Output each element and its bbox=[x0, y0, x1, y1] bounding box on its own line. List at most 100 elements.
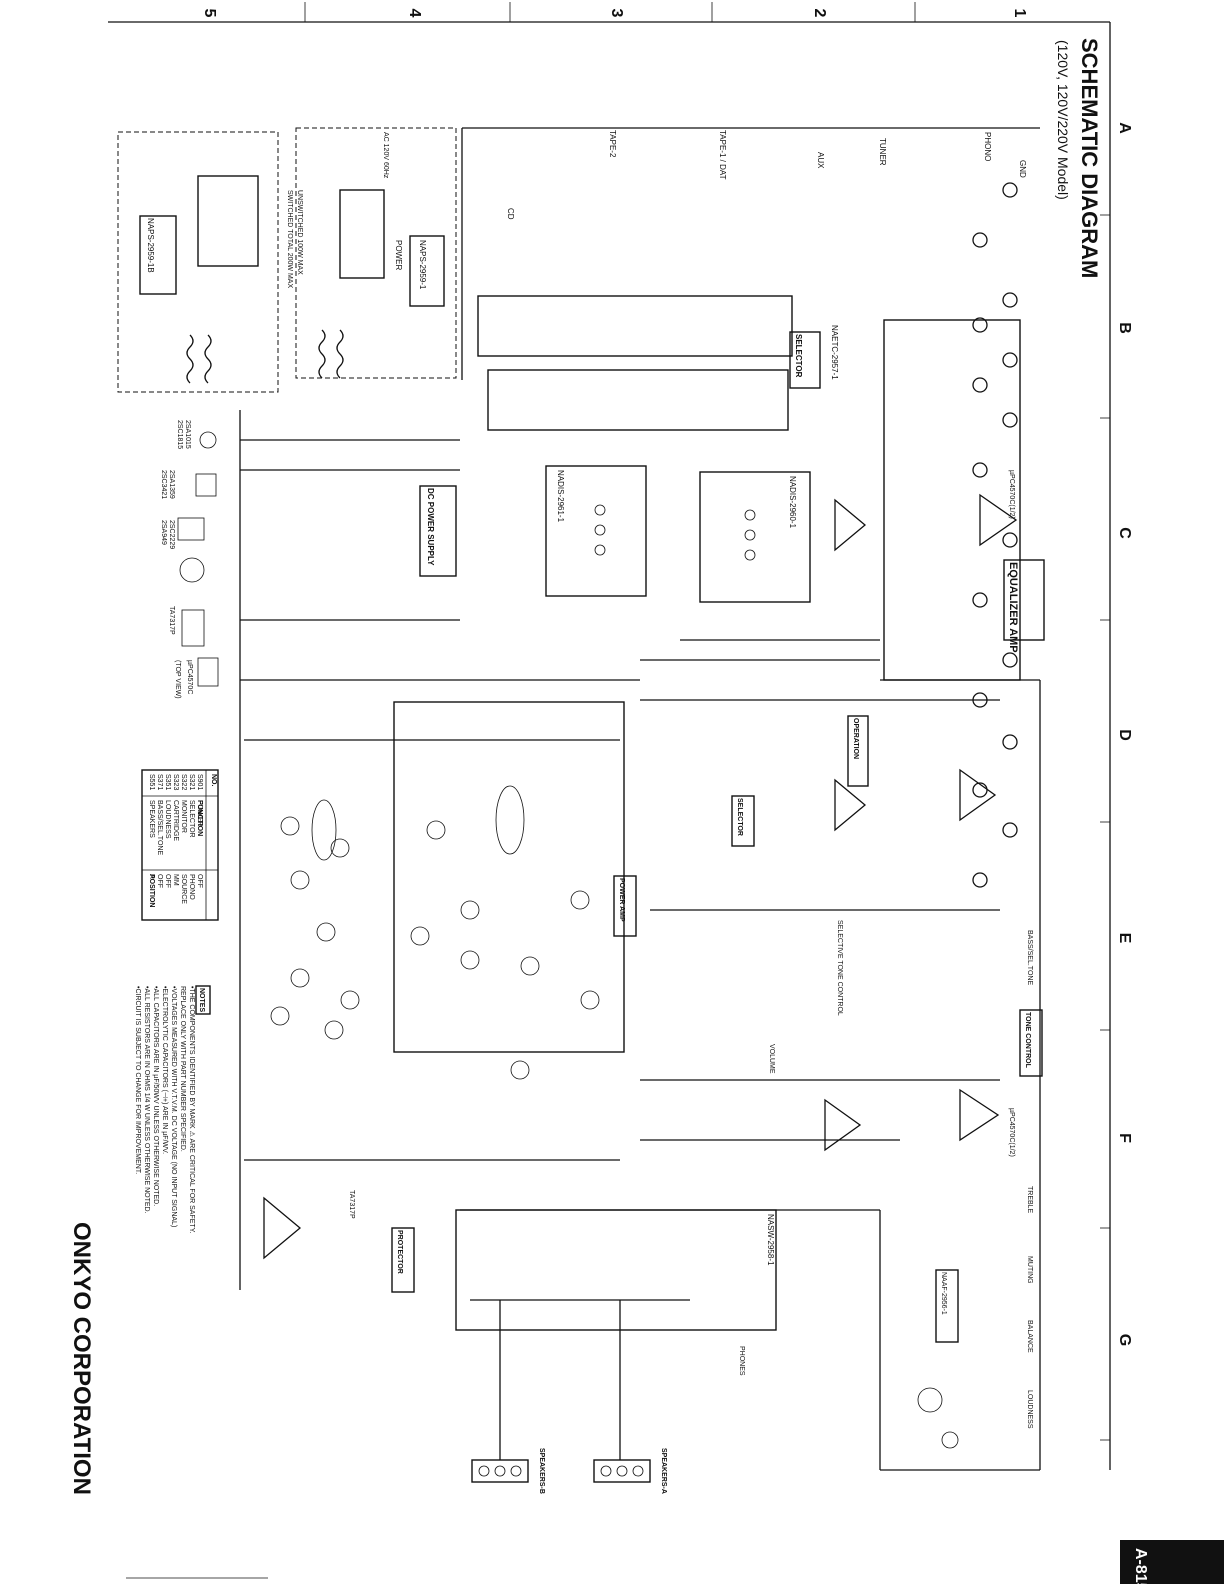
label-cd: CD bbox=[506, 208, 515, 220]
transistor-symbol bbox=[270, 1006, 290, 1026]
input-jack bbox=[1002, 822, 1018, 838]
transistor-symbol bbox=[340, 990, 360, 1010]
label-tape2: TAPE-2 bbox=[608, 130, 617, 158]
pkg-top-view: (TOP VIEW) bbox=[174, 660, 181, 699]
input-jack bbox=[1002, 182, 1018, 198]
grid-col-d: D bbox=[1116, 729, 1133, 741]
switch-table-cell: SPEAKERS bbox=[148, 800, 155, 838]
board-nadis-2960: NADIS-2960-1 bbox=[788, 476, 797, 529]
label-selector: SELECTOR bbox=[794, 334, 803, 378]
main-wiring bbox=[239, 410, 1041, 1471]
switch-table-cell: S551 bbox=[148, 774, 155, 790]
input-jack bbox=[1002, 352, 1018, 368]
label-aux: AUX bbox=[816, 152, 825, 169]
input-jack bbox=[972, 317, 988, 333]
grid-row-3: 3 bbox=[608, 9, 625, 18]
ic-prot-label: TA7317P bbox=[348, 1190, 355, 1219]
switch-table-cell: S323 bbox=[172, 774, 179, 790]
grid-col-a: A bbox=[1116, 122, 1133, 134]
label-selector-2: SELECTOR bbox=[736, 798, 743, 836]
input-jack bbox=[1002, 734, 1018, 750]
switch-table-cell: POWER bbox=[196, 800, 203, 826]
input-jack bbox=[972, 377, 988, 393]
ic-tone-label: µPC4570C(1/2) bbox=[1008, 1108, 1015, 1157]
label-protector: PROTECTOR bbox=[396, 1230, 403, 1274]
input-jack bbox=[1002, 652, 1018, 668]
switch-table-cell: OFF bbox=[164, 874, 171, 888]
board-naps-2959-1b: NAPS-2959-1B bbox=[146, 218, 155, 273]
tr-2sa1359: 2SA1359 bbox=[168, 470, 175, 499]
notes-line: REPLACE ONLY WITH PART NUMBER SPECIFIED. bbox=[179, 986, 186, 1152]
transistor-symbol bbox=[280, 816, 300, 836]
transistor-symbol bbox=[330, 838, 350, 858]
pkg-upc4570c: µPC4570C bbox=[186, 660, 193, 694]
transistor-symbol bbox=[290, 870, 310, 890]
notes-line: •ALL CAPACITORS ARE IN µF/50WV UNLESS OT… bbox=[152, 986, 159, 1206]
switch-table-cell: S322 bbox=[180, 774, 187, 790]
switch-table-header: POSITION bbox=[148, 874, 155, 907]
grid-row-1: 1 bbox=[1011, 9, 1028, 18]
brand-name: ONKYO CORPORATION bbox=[68, 1222, 95, 1495]
switch-table-cell: CARTRIDGE bbox=[172, 800, 179, 841]
tr-2sa949: 2SA949 bbox=[160, 520, 167, 545]
switch-table-cell: MM bbox=[172, 874, 179, 886]
grid-row-2: 2 bbox=[811, 9, 828, 18]
board-naetc: NAETC-2957-1 bbox=[830, 325, 839, 380]
input-jack bbox=[972, 592, 988, 608]
power-section: NAPS-2959-1 POWER UNSWITCHED 100W MAX SW… bbox=[117, 127, 457, 393]
label-dc-power: DC POWER SUPPLY bbox=[426, 488, 435, 566]
notes-title: NOTES bbox=[198, 988, 205, 1012]
board-nasw-2958: NASW-2958-1 bbox=[766, 1214, 775, 1266]
grid-row-4: 4 bbox=[406, 9, 423, 18]
notes-line: •CIRCUIT IS SUBJECT TO CHANGE FOR IMPROV… bbox=[134, 986, 141, 1174]
label-equalizer-amp: EQUALIZER AMP bbox=[1007, 562, 1019, 653]
display-boards: NADIS-2961-1 NADIS-2960-1 bbox=[545, 465, 811, 603]
label-phones: PHONES bbox=[738, 1346, 745, 1376]
input-jack bbox=[972, 462, 988, 478]
board-nadis-2961: NADIS-2961-1 bbox=[556, 470, 565, 523]
power-amp-section: POWER AMP bbox=[270, 701, 637, 1080]
label-bass-sel: BASS/SEL.TONE bbox=[1026, 930, 1033, 985]
switch-table-cell: PHONO bbox=[188, 874, 195, 900]
switch-table-cell: OFF bbox=[196, 874, 203, 888]
label-speakers-a: SPEAKERS-A bbox=[660, 1448, 667, 1494]
switch-function-table: NO.FUNCTIONPOSITIONS901POWEROFFS321SELEC… bbox=[141, 769, 219, 921]
grid-col-g: G bbox=[1116, 1334, 1133, 1346]
transistor-symbol bbox=[324, 1020, 344, 1040]
tr-2sc3421: 2SC3421 bbox=[160, 470, 167, 499]
grid-col-c: C bbox=[1116, 527, 1133, 539]
switch-table-cell: SOURCE bbox=[180, 874, 187, 904]
label-gnd: GND bbox=[1018, 160, 1027, 178]
label-unswitched: UNSWITCHED 100W MAX bbox=[296, 190, 303, 275]
transistor-symbol bbox=[460, 950, 480, 970]
transistor-symbol bbox=[460, 900, 480, 920]
input-jack bbox=[1002, 292, 1018, 308]
input-jack bbox=[1002, 532, 1018, 548]
grid-frame bbox=[108, 2, 1111, 1470]
model-tag-box bbox=[1120, 1540, 1224, 1584]
transistor-symbol bbox=[426, 820, 446, 840]
model-tag: A-8150 bbox=[1132, 1548, 1149, 1584]
page-subtitle: (120V, 120V/220V Model) bbox=[1055, 40, 1071, 200]
switch-table-header: NO. bbox=[210, 774, 217, 787]
switch-table-cell: SELECTOR bbox=[188, 800, 195, 838]
pkg-ta7317p: TA7317P bbox=[168, 606, 175, 635]
label-tuner: TUNER bbox=[878, 138, 887, 166]
transistor-symbol bbox=[580, 990, 600, 1010]
tone-section: OPERATION SELECTOR SELECTIVE TONE CONTRO… bbox=[731, 715, 1043, 1449]
input-jack bbox=[1002, 412, 1018, 428]
switch-table-cell: MONITOR bbox=[180, 800, 187, 833]
notes-block: NOTES •THE COMPONENTS IDENTIFIED BY MARK… bbox=[134, 985, 211, 1233]
switch-table-cell: OFF bbox=[156, 874, 163, 888]
label-balance: BALANCE bbox=[1026, 1320, 1033, 1353]
label-speakers-b: SPEAKERS-B bbox=[538, 1448, 545, 1494]
label-muting: MUTING bbox=[1026, 1256, 1033, 1284]
tr-2sa1015: 2SA1015 bbox=[184, 420, 191, 449]
tr-2sc1815: 2SC1815 bbox=[176, 420, 183, 449]
grid-col-f: F bbox=[1116, 1133, 1133, 1143]
transistor-symbol bbox=[510, 1060, 530, 1080]
label-ac-in: AC 120V 60Hz bbox=[382, 132, 389, 179]
label-operation: OPERATION bbox=[852, 718, 859, 759]
